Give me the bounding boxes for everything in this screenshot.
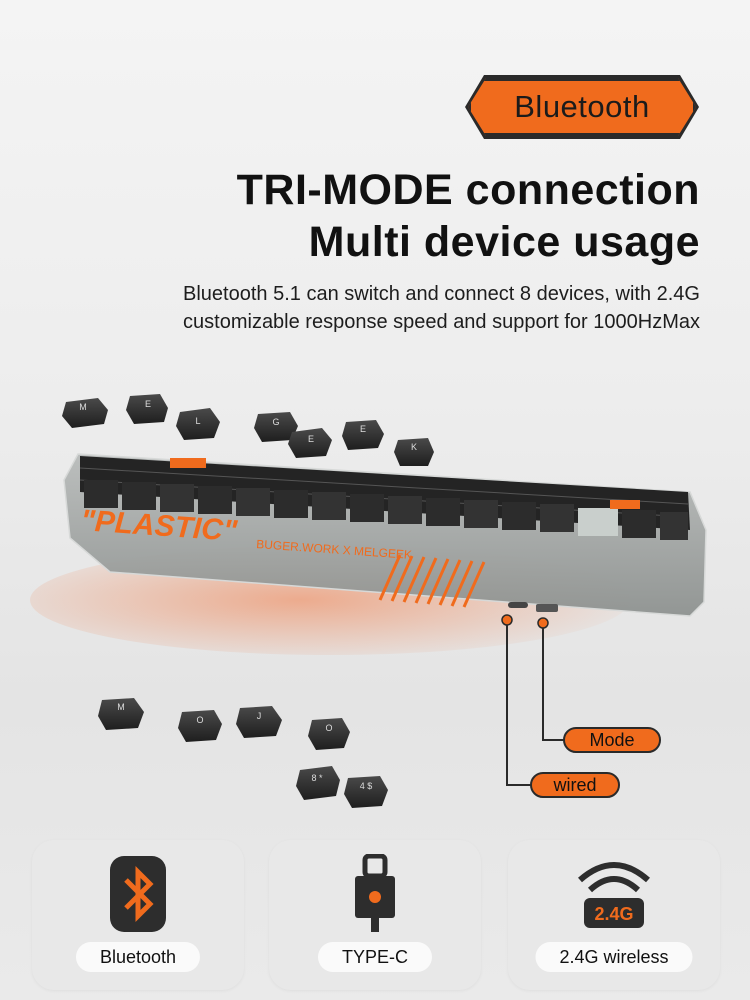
feature-label: TYPE-C xyxy=(317,942,433,972)
keycap-legend: 8 * xyxy=(311,773,323,783)
mode-callout: Mode xyxy=(563,727,661,753)
keycap: E xyxy=(342,420,384,450)
usb-c-plug-icon xyxy=(355,854,395,932)
wired-port-marker xyxy=(501,614,513,626)
keycap: 4 $ xyxy=(344,776,388,808)
mode-switch-marker xyxy=(537,617,549,629)
keycap-legend: K xyxy=(411,442,417,452)
keycap-rows xyxy=(80,456,690,530)
feature-label: Bluetooth xyxy=(75,942,201,972)
feature-card-bluetooth: Bluetooth xyxy=(32,840,244,990)
keycap-legend: J xyxy=(257,711,262,721)
headline-line-2: Multi device usage xyxy=(308,218,700,266)
bluetooth-tag-label: Bluetooth xyxy=(514,89,650,124)
feature-label: 2.4G wireless xyxy=(535,942,693,972)
accent-keycap xyxy=(170,458,206,468)
usb-c-port xyxy=(508,602,528,608)
keycap-legend: E xyxy=(360,424,366,434)
keycap: K xyxy=(394,438,434,466)
keycap-legend: G xyxy=(272,417,279,427)
keycap-legend: M xyxy=(117,702,125,712)
wireless-2-4g-icon: 2.4G xyxy=(578,862,650,928)
bluetooth-icon xyxy=(110,856,166,932)
wired-callout-label: wired xyxy=(553,774,597,795)
wired-callout: wired xyxy=(530,772,620,798)
keycap: G xyxy=(254,412,298,442)
keycap: L xyxy=(176,408,220,440)
feature-card-2-4g: 2.4G 2.4G wireless xyxy=(508,840,720,990)
description-line-2: customizable response speed and support … xyxy=(183,311,700,333)
case-stripes xyxy=(378,554,486,608)
description: Bluetooth 5.1 can switch and connect 8 d… xyxy=(183,280,700,336)
keycap-legend: E xyxy=(308,434,314,444)
feature-card-type-c: TYPE-C xyxy=(269,840,481,990)
mode-switch xyxy=(536,604,558,612)
keycap: O xyxy=(178,710,222,742)
keycap-legend: M xyxy=(79,402,87,412)
description-line-1: Bluetooth 5.1 can switch and connect 8 d… xyxy=(183,283,700,305)
keycap: E xyxy=(288,428,332,458)
keycap-legend: E xyxy=(145,399,151,409)
keycap: 8 * xyxy=(296,766,340,800)
keycap-legend: O xyxy=(196,715,203,725)
keycap-front-row xyxy=(84,480,688,540)
keycap-legend: L xyxy=(195,416,200,426)
keycap: E xyxy=(126,394,168,424)
keyboard-illustration: M E L G E E K xyxy=(30,394,707,808)
bluetooth-tag: Bluetooth xyxy=(468,78,696,136)
loose-keycaps-bottom: M O J O 8 * 4 $ xyxy=(98,698,388,808)
loose-keycaps-top: M E L G E E K xyxy=(62,394,434,466)
wireless-badge-text: 2.4G xyxy=(594,904,633,924)
keycap: O xyxy=(308,718,350,750)
keycap: M xyxy=(98,698,144,730)
accent-keycap xyxy=(610,500,640,509)
keycap: J xyxy=(236,706,282,738)
keycap-legend: O xyxy=(325,723,332,733)
mode-callout-label: Mode xyxy=(589,729,635,750)
headline-line-1: TRI-MODE connection xyxy=(236,166,700,214)
keycap-legend: 4 $ xyxy=(360,781,373,791)
keycap: M xyxy=(62,398,108,428)
